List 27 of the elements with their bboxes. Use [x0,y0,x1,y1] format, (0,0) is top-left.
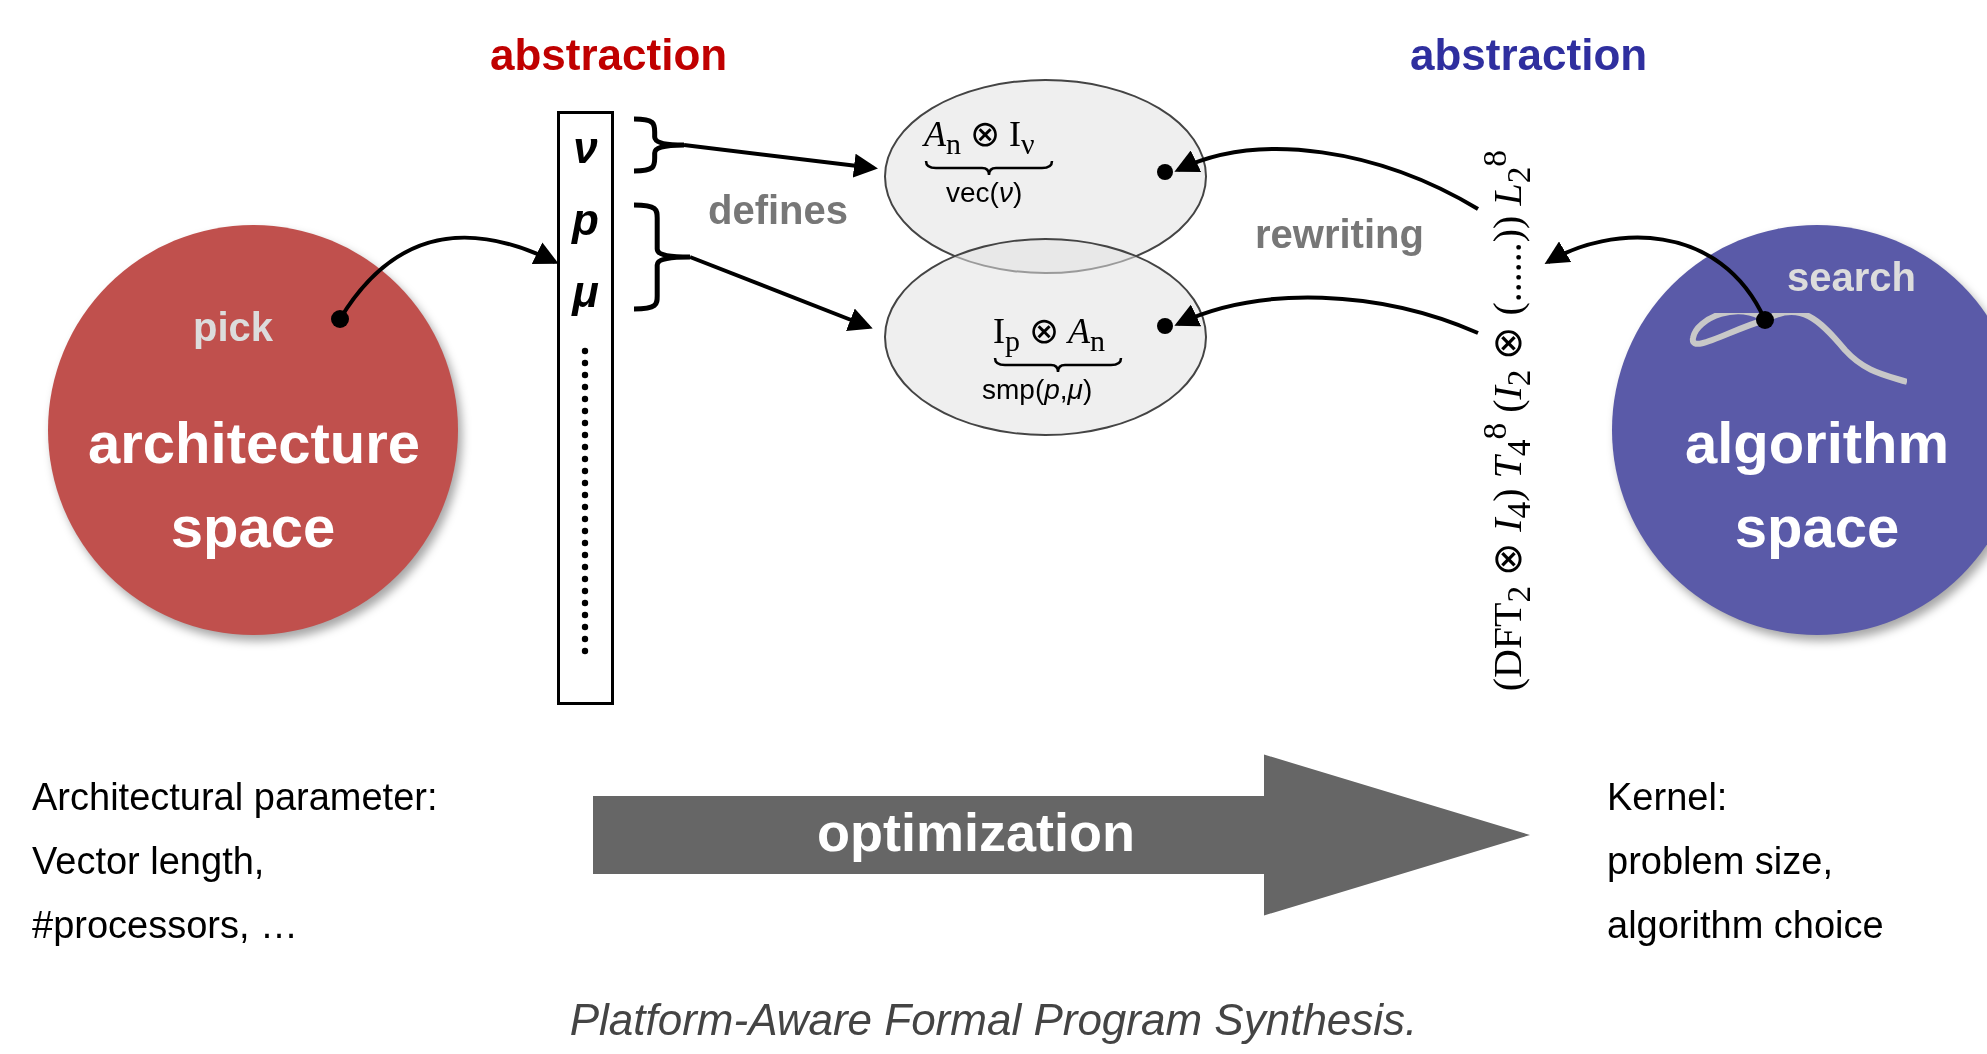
arrow [683,143,878,178]
math-expression: A$_{n}$ ⊗ I$_{ν}$ [924,113,1035,162]
abstraction-heading: abstraction [490,30,728,80]
math-subscript: vec(ν) [946,177,1023,209]
curly-brace [632,116,686,174]
parameter-symbol: μ [570,270,600,314]
kernel-note: Kernel: problem size, algorithm choice [1528,765,1952,957]
action-label: rewriting [1255,212,1424,257]
edge-label: optimization [817,801,1135,863]
arrow [689,255,873,331]
arrow [1174,147,1479,211]
arrow [1174,295,1479,335]
circle-title: algorithm space [1683,408,1951,561]
pick-label: pick [193,305,274,350]
parameter-symbol: ν [572,126,599,170]
parameter-note: Architectural parameter: Vector length, #processors, … [32,765,596,957]
parameter-column [557,111,614,705]
action-label: defines [708,188,849,233]
circle-title: architecture space [88,408,418,561]
search-label: search [1787,255,1916,300]
abstraction-heading: abstraction [1410,30,1648,80]
math-subscript: smp(p,μ) [982,374,1093,406]
parameter-symbol: p [570,198,600,242]
caption: Platform-Aware Formal Program Synthesis. [568,995,1419,1045]
curly-brace [632,202,692,312]
math-expression: I$_{p}$ ⊗ A$_{n}$ [993,310,1105,359]
block-arrow [593,754,1530,916]
